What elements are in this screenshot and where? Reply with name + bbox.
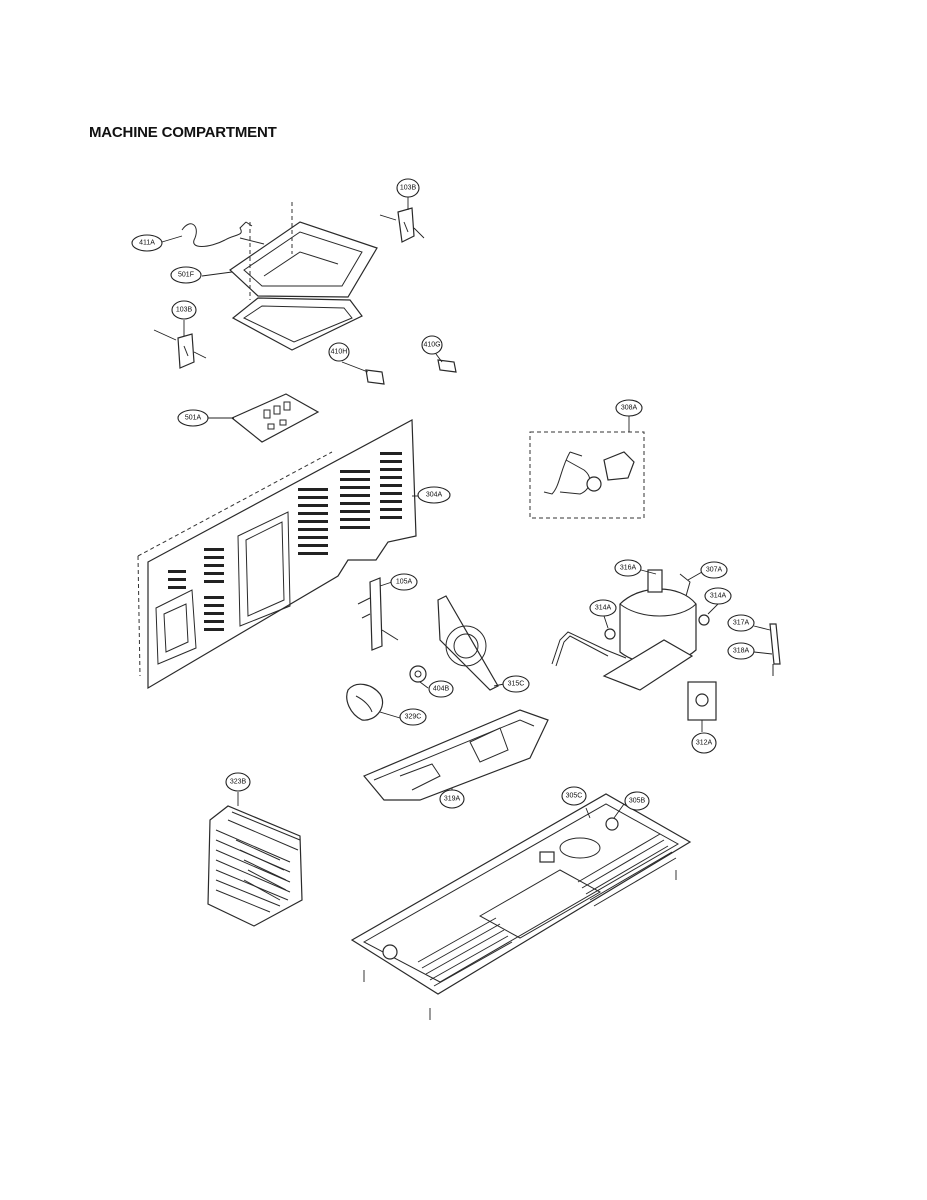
svg-text:305C: 305C: [566, 793, 583, 800]
svg-text:304A: 304A: [426, 492, 443, 499]
svg-text:103B: 103B: [176, 307, 193, 314]
lamp-410g: [437, 359, 457, 373]
pcb-501a: [230, 393, 320, 443]
power-cord: [181, 221, 265, 247]
callout-103b-left: 103B: [171, 300, 197, 320]
svg-text:501F: 501F: [178, 272, 194, 279]
fan-shroud-315c: [437, 595, 499, 691]
svg-text:329C: 329C: [405, 714, 422, 721]
relay-kit-308a: [529, 431, 645, 519]
svg-text:103B: 103B: [400, 185, 417, 192]
bracket-105a: [357, 577, 399, 651]
callout-315c: 315C: [502, 675, 530, 693]
svg-text:501A: 501A: [185, 415, 202, 422]
callout-314a-right: 314A: [704, 587, 732, 605]
control-box-cover: [229, 221, 378, 298]
callout-314a-left: 314A: [589, 599, 617, 617]
callout-316a: 316A: [614, 559, 642, 577]
base-plate-vents: [417, 833, 677, 987]
callout-103b-top: 103B: [396, 178, 420, 198]
callout-312a: 312A: [691, 732, 717, 754]
svg-text:319A: 319A: [444, 796, 461, 803]
callout-323b: 323B: [225, 772, 251, 792]
compressor-307a: [619, 569, 697, 665]
base-plate: [350, 793, 692, 995]
svg-text:316A: 316A: [620, 565, 637, 572]
condenser-323b: [207, 805, 303, 927]
callout-329c: 329C: [399, 708, 427, 726]
rear-cover-vents: [168, 452, 402, 631]
callout-319a: 319A: [439, 789, 465, 809]
callout-318a: 318A: [727, 642, 755, 660]
svg-text:323B: 323B: [230, 779, 247, 786]
drier-317a-318a: [769, 623, 781, 676]
svg-text:411A: 411A: [139, 240, 155, 247]
svg-text:305B: 305B: [629, 798, 646, 805]
callout-410h: 410H: [328, 342, 350, 362]
svg-text:315C: 315C: [508, 681, 525, 688]
svg-text:410G: 410G: [423, 342, 440, 349]
svg-text:307A: 307A: [706, 567, 723, 574]
page-title: MACHINE COMPARTMENT: [89, 124, 277, 141]
callout-317a: 317A: [727, 614, 755, 632]
callout-305b: 305B: [624, 791, 650, 811]
leader-lines: [161, 196, 773, 819]
svg-text:410H: 410H: [331, 349, 348, 356]
callout-308a: 308A: [615, 399, 643, 417]
svg-text:105A: 105A: [396, 579, 413, 586]
control-box-base: [231, 202, 363, 351]
callout-307a: 307A: [700, 561, 728, 579]
svg-text:318A: 318A: [733, 648, 750, 655]
callout-410g: 410G: [421, 335, 443, 355]
callout-501f: 501F: [170, 266, 202, 284]
bracket-top: [379, 207, 425, 243]
callout-501a: 501A: [177, 409, 209, 427]
svg-text:404B: 404B: [433, 686, 450, 693]
base-plate-screws: [363, 870, 677, 1020]
svg-text:314A: 314A: [710, 593, 727, 600]
callout-411a: 411A: [131, 234, 163, 252]
lamp-410h: [365, 369, 385, 385]
svg-text:317A: 317A: [733, 620, 750, 627]
compressor-base-and-pipe: [551, 631, 694, 691]
svg-text:314A: 314A: [595, 605, 612, 612]
svg-text:308A: 308A: [621, 405, 638, 412]
bracket-left: [153, 329, 207, 369]
callout-105a: 105A: [390, 573, 418, 591]
svg-text:312A: 312A: [696, 740, 713, 747]
drain-pan-319a: [363, 709, 549, 801]
overload-312a: [687, 681, 717, 721]
grommet-314a-right: [698, 614, 710, 626]
callout-305c: 305C: [561, 786, 587, 806]
callout-304a: 304A: [417, 486, 451, 504]
fan-blade-329c: [346, 683, 384, 721]
callout-404b: 404B: [428, 680, 454, 698]
fan-motor-404b: [409, 665, 427, 683]
grommet-314a-left: [604, 628, 616, 640]
